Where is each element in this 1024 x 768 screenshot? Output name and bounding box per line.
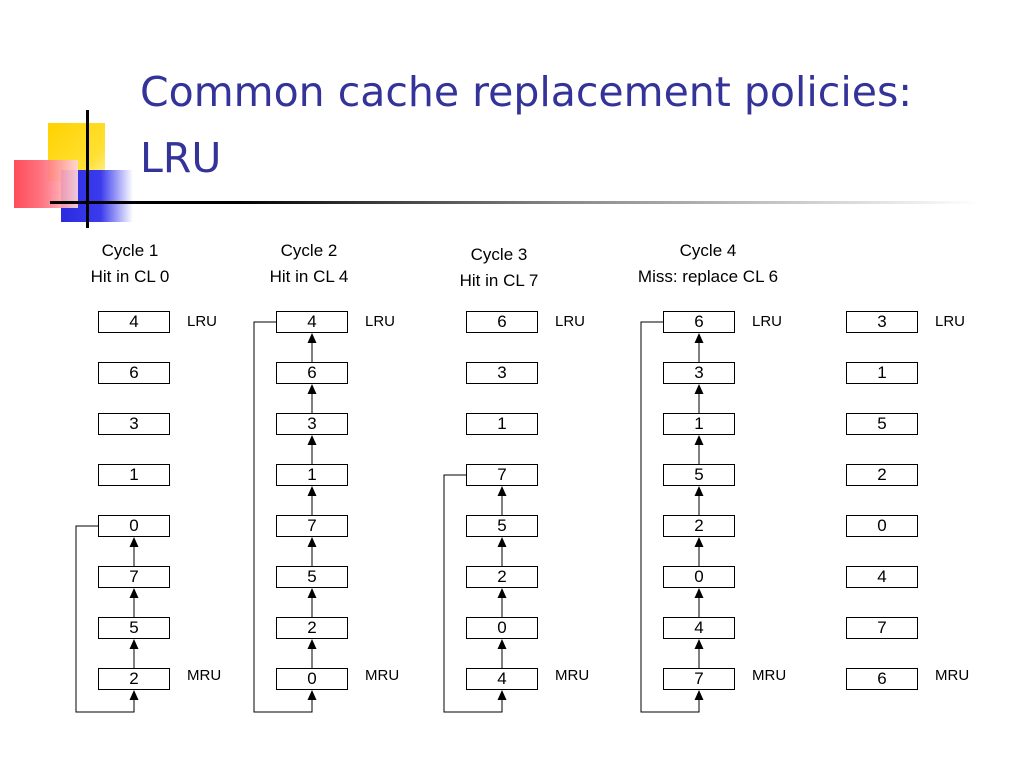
red-square-decoration [14,160,78,208]
cache-line-cell: 7 [663,668,735,690]
cache-line-cell: 6 [98,362,170,384]
lru-label: LRU [187,313,218,330]
lru-label: LRU [935,313,966,330]
cache-line-cell: 3 [846,311,918,333]
lru-label: LRU [555,313,586,330]
cache-line-cell: 5 [663,464,735,486]
mru-label: MRU [365,667,400,684]
shift-arrowhead [307,537,317,547]
cache-line-cell: 5 [466,515,538,537]
mru-label: MRU [555,667,590,684]
mru-label: MRU [187,667,222,684]
mru-label: MRU [752,667,787,684]
cycle-heading: Cycle 2 Hit in CL 4 [209,238,409,290]
cycle-heading: Cycle 1 Hit in CL 0 [30,238,230,290]
cache-line-cell: 7 [846,617,918,639]
cycle-number: Cycle 3 [470,245,528,264]
vertical-line-decoration [86,110,89,228]
cache-line-cell: 6 [276,362,348,384]
cache-line-cell: 4 [663,617,735,639]
shift-arrowhead [694,537,704,547]
move-to-mru-loop [253,321,313,713]
cache-line-cell: 4 [466,668,538,690]
cache-line-cell: 0 [466,617,538,639]
shift-arrowhead [497,588,507,598]
shift-arrowhead [129,537,139,547]
shift-arrowhead [694,639,704,649]
shift-arrowhead [694,486,704,496]
move-to-mru-loop [75,525,135,713]
cache-line-cell: 2 [98,668,170,690]
cache-line-cell: 2 [846,464,918,486]
cache-line-cell: 6 [846,668,918,690]
cache-line-cell: 5 [276,566,348,588]
loop-arrowhead [694,690,704,700]
cache-line-cell: 3 [663,362,735,384]
shift-arrowhead [694,333,704,343]
cycle-number: Cycle 1 [101,241,159,260]
cache-line-cell: 4 [276,311,348,333]
cache-line-cell: 1 [466,413,538,435]
cycle-number: Cycle 2 [280,241,338,260]
cache-line-cell: 7 [276,515,348,537]
cache-line-cell: 1 [98,464,170,486]
cache-line-cell: 3 [98,413,170,435]
shift-arrowhead [307,384,317,394]
shift-arrowhead [307,333,317,343]
cycle-number: Cycle 4 [679,241,737,260]
lru-label: LRU [752,313,783,330]
loop-arrowhead [497,690,507,700]
cycle-event: Hit in CL 4 [269,267,349,286]
cache-line-cell: 3 [466,362,538,384]
cache-line-cell: 0 [846,515,918,537]
cycle-heading: Cycle 3 Hit in CL 7 [399,242,599,294]
cache-line-cell: 5 [846,413,918,435]
cycle-event: Miss: replace CL 6 [637,267,779,286]
shift-arrowhead [307,639,317,649]
cache-line-cell: 4 [98,311,170,333]
cache-line-cell: 2 [466,566,538,588]
lru-label: LRU [365,313,396,330]
shift-arrowhead [497,537,507,547]
title-underline-rule [50,201,980,204]
cache-line-cell: 1 [663,413,735,435]
cache-line-cell: 7 [466,464,538,486]
cache-line-cell: 5 [98,617,170,639]
cache-line-cell: 0 [276,668,348,690]
cache-line-cell: 2 [276,617,348,639]
shift-arrowhead [694,588,704,598]
shift-arrowhead [307,588,317,598]
loop-arrowhead [307,690,317,700]
shift-arrowhead [694,384,704,394]
cache-line-cell: 6 [663,311,735,333]
slide-title-line-2: LRU [140,134,222,182]
cache-line-cell: 0 [663,566,735,588]
cycle-event: Hit in CL 7 [459,271,539,290]
slide-title-line-1: Common cache replacement policies: [140,68,913,116]
shift-arrowhead [129,588,139,598]
cycle-event: Hit in CL 0 [90,267,170,286]
cycle-heading: Cycle 4 Miss: replace CL 6 [608,238,808,290]
shift-arrowhead [694,435,704,445]
shift-arrowhead [129,639,139,649]
cache-line-cell: 0 [98,515,170,537]
shift-arrowhead [497,486,507,496]
shift-arrowhead [307,486,317,496]
cache-line-cell: 4 [846,566,918,588]
cache-line-cell: 1 [276,464,348,486]
cache-line-cell: 3 [276,413,348,435]
loop-arrowhead [129,690,139,700]
cache-line-cell: 2 [663,515,735,537]
shift-arrowhead [497,639,507,649]
shift-arrowhead [307,435,317,445]
cache-line-cell: 1 [846,362,918,384]
move-to-mru-loop [443,474,503,713]
cache-line-cell: 6 [466,311,538,333]
move-to-mru-loop [640,321,700,713]
cache-line-cell: 7 [98,566,170,588]
mru-label: MRU [935,667,970,684]
